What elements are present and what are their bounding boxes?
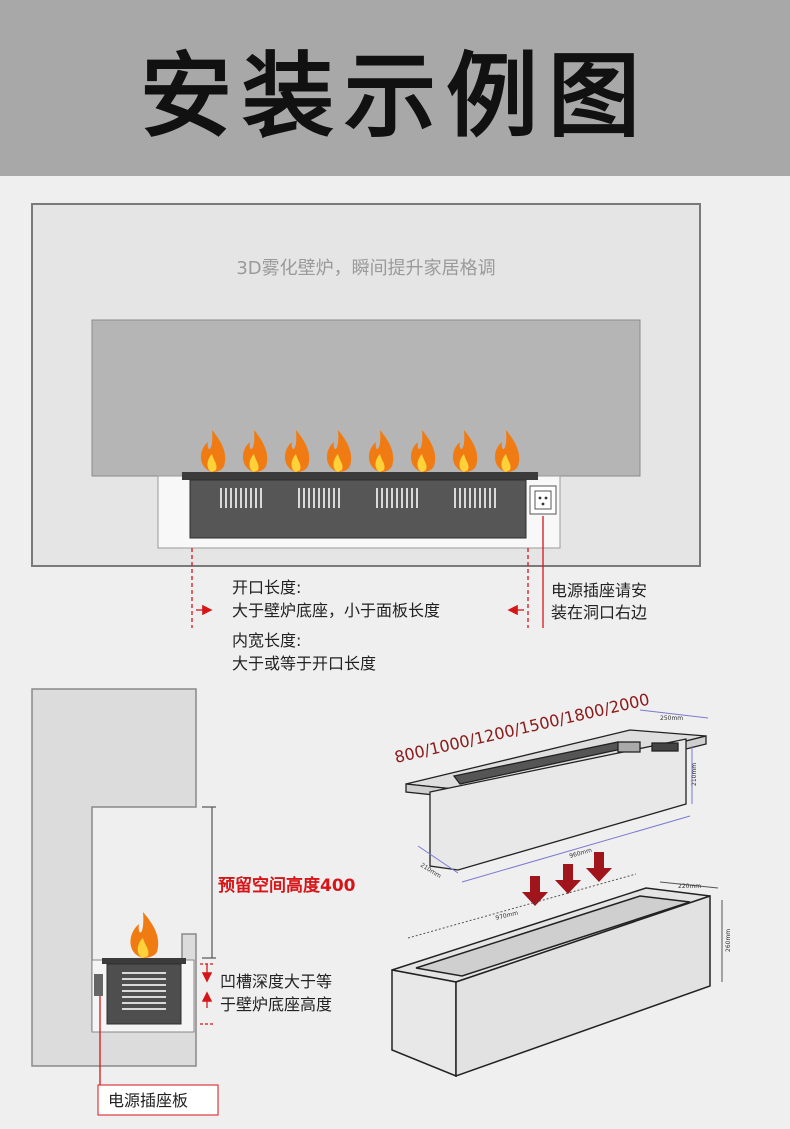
flame-icon (410, 430, 436, 472)
niche-box (391, 887, 711, 1078)
wall-slogan: 3D雾化壁炉，瞬间提升家居格调 (236, 258, 495, 279)
socket-note-line2: 装在洞口右边 (551, 603, 647, 622)
groove-note-line1: 凹槽深度大于等 (220, 972, 332, 991)
groove-note-line2: 于壁炉底座高度 (220, 995, 332, 1014)
opening-dimension-lines (191, 516, 544, 628)
inner-note-text: 大于或等于开口长度 (232, 654, 376, 673)
flame-icon (326, 430, 352, 472)
glass-panel (91, 319, 641, 477)
opening-note-text: 大于壁炉底座，小于面板长度 (232, 601, 440, 620)
unit-height-label: 210mm (691, 763, 698, 786)
flame-row (200, 430, 520, 472)
groove-depth-lines (200, 963, 214, 1025)
power-board-box (97, 1084, 219, 1116)
header-banner: 安装示例图 (0, 0, 790, 176)
side-flame-icon (130, 912, 159, 958)
side-top-plate (102, 958, 186, 964)
flame-icon (284, 430, 310, 472)
opening-note-title: 开口长度: (232, 578, 301, 597)
niche-dimension-lines (407, 873, 723, 982)
reserve-height-label: 预留空间高度400 (218, 875, 356, 896)
socket-note-line1: 电源插座请安 (551, 581, 647, 600)
side-vent (122, 972, 166, 1010)
socket-icon (529, 485, 557, 515)
unit-dimension-lines (417, 709, 709, 883)
flame-icon (494, 430, 520, 472)
niche-depth-label: 220mm (678, 883, 701, 890)
flame-icon (242, 430, 268, 472)
down-arrows (522, 852, 612, 906)
diagram-canvas: 3D雾化壁炉，瞬间提升家居格调 开口长度: 大于壁炉底座，小于面板长度 内宽长度… (0, 176, 790, 1125)
flame-icon (200, 430, 226, 472)
power-board-icon (94, 974, 103, 996)
niche-height-label: 260mm (725, 929, 732, 952)
reserve-height-lines (202, 806, 216, 959)
fireplace-top-plate (182, 472, 538, 480)
power-board-label: 电源插座板 (108, 1091, 188, 1110)
unit-length-label: 960mm (569, 847, 593, 860)
vent-grilles (220, 488, 496, 508)
flame-icon (452, 430, 478, 472)
inner-note-title: 内宽长度: (232, 631, 301, 650)
page-title: 安装示例图 (139, 42, 650, 150)
flame-icon (368, 430, 394, 472)
unit-depth-label: 250mm (660, 715, 683, 722)
niche-length-label: 970mm (495, 910, 519, 922)
installation-diagram: 3D雾化壁炉，瞬间提升家居格调 开口长度: 大于壁炉底座，小于面板长度 内宽长度… (31, 203, 732, 1116)
